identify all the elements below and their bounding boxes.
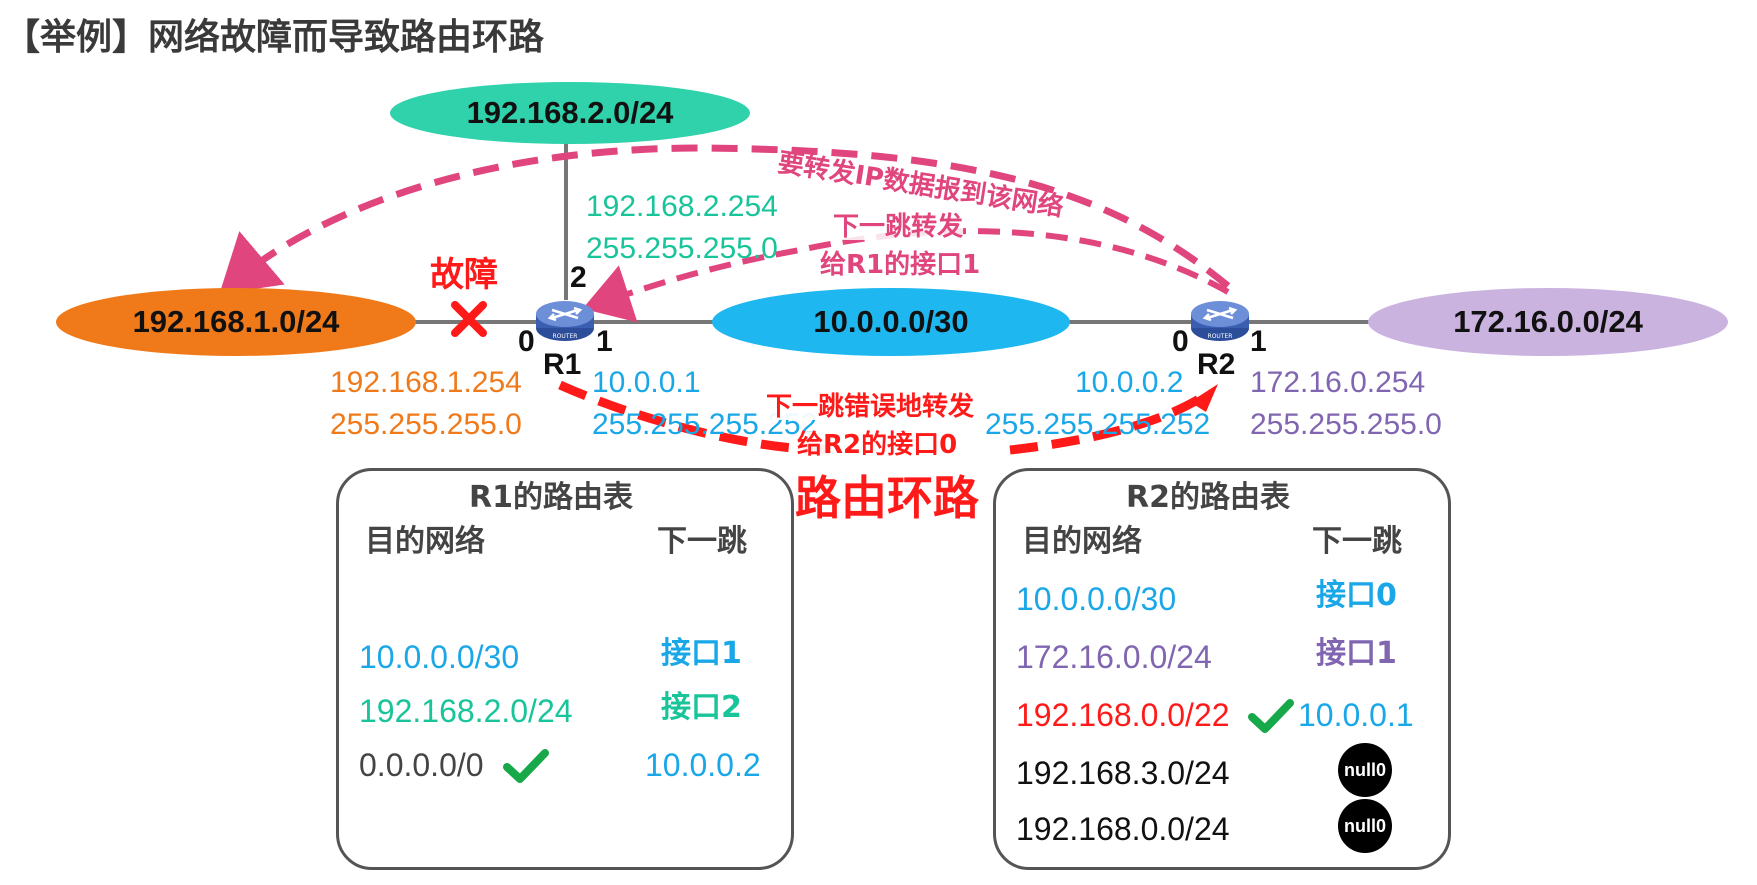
network-label: 10.0.0.0/30 — [813, 304, 969, 339]
r2-col-dest: 目的网络 — [1022, 524, 1142, 559]
r1-col-dest: 目的网络 — [365, 524, 485, 559]
r1-row-dest: 0.0.0.0/0 — [359, 747, 484, 783]
r2-row-dest: 10.0.0.0/30 — [1016, 581, 1177, 617]
network-192-168-2-0: 192.168.2.0/24 — [390, 82, 750, 144]
r1-if2-mask: 255.255.255.0 — [586, 232, 778, 265]
check-icon — [1248, 699, 1294, 733]
network-172-16-0-0: 172.16.0.0/24 — [1368, 288, 1728, 356]
svg-text:ROUTER: ROUTER — [1208, 333, 1233, 340]
svg-text:ROUTER: ROUTER — [553, 333, 578, 340]
r1-routing-table: R1的路由表 目的网络 下一跳 10.0.0.0/30 接口1 192.168.… — [336, 468, 794, 870]
r2-if1-ip: 172.16.0.254 — [1250, 366, 1426, 399]
r2-port-1: 1 — [1250, 325, 1267, 358]
r1-row-next: 接口2 — [661, 690, 742, 725]
network-10-0-0-0: 10.0.0.0/30 — [712, 288, 1070, 356]
next-hop-r1-label-2: 给R1的接口1 — [820, 250, 981, 280]
network-label: 192.168.1.0/24 — [132, 304, 340, 339]
wrong-hop-label-2: 给R2的接口0 — [797, 430, 958, 460]
r1-port-2: 2 — [570, 261, 587, 294]
r2-row-dest: 172.16.0.0/24 — [1016, 639, 1212, 675]
r2-row-next: 接口1 — [1316, 636, 1397, 671]
r2-table-title: R2的路由表 — [1126, 480, 1290, 515]
r2-row-next: 接口0 — [1316, 578, 1397, 613]
router-r1-icon: ROUTER — [534, 298, 596, 342]
null0-badge: null0 — [1338, 743, 1392, 797]
fault-x-icon — [451, 301, 487, 337]
r2-name: R2 — [1197, 348, 1236, 381]
r2-row-dest: 192.168.3.0/24 — [1016, 755, 1230, 791]
r1-port-1: 1 — [596, 325, 613, 358]
r2-port-0: 0 — [1172, 325, 1189, 358]
r2-col-next: 下一跳 — [1312, 524, 1402, 559]
r1-row-next: 接口1 — [661, 636, 742, 671]
network-192-168-1-0: 192.168.1.0/24 — [56, 288, 416, 356]
routing-loop-label: 路由环路 — [795, 471, 979, 525]
wrong-hop-arrowhead — [1190, 384, 1218, 412]
r1-table-title: R1的路由表 — [469, 480, 633, 515]
r1-if0-ip: 192.168.1.254 — [330, 366, 522, 399]
r2-row-next: 10.0.0.1 — [1298, 697, 1414, 733]
r1-if2-ip: 192.168.2.254 — [586, 190, 778, 223]
null0-badge: null0 — [1338, 799, 1392, 853]
fault-label: 故障 — [430, 255, 498, 295]
r2-if0-ip: 10.0.0.2 — [1075, 366, 1184, 399]
r2-if1-mask: 255.255.255.0 — [1250, 408, 1442, 441]
r1-port-0: 0 — [518, 325, 535, 358]
r1-row-next: 10.0.0.2 — [645, 747, 761, 783]
r1-col-next: 下一跳 — [657, 524, 747, 559]
page-title: 【举例】网络故障而导致路由环路 — [4, 17, 545, 58]
check-icon — [503, 749, 549, 783]
network-label: 192.168.2.0/24 — [466, 95, 674, 130]
r2-row-dest: 192.168.0.0/22 — [1016, 697, 1230, 733]
network-label: 172.16.0.0/24 — [1453, 304, 1643, 339]
r1-if1-ip: 10.0.0.1 — [592, 366, 701, 399]
r1-row-dest: 10.0.0.0/30 — [359, 639, 520, 675]
next-hop-r1-label-1: 下一跳转发 — [833, 212, 964, 242]
r1-if0-mask: 255.255.255.0 — [330, 408, 522, 441]
r2-row-dest: 192.168.0.0/24 — [1016, 811, 1230, 847]
r2-if0-mask: 255.255.255.252 — [985, 408, 1211, 441]
next-hop-r1-arrow — [582, 228, 1230, 323]
r2-routing-table: R2的路由表 目的网络 下一跳 10.0.0.0/30 接口0 172.16.0… — [993, 468, 1451, 870]
wrong-hop-label-1: 下一跳错误地转发 — [766, 392, 975, 422]
r1-name: R1 — [543, 348, 582, 381]
router-r2-icon: ROUTER — [1189, 298, 1251, 342]
r1-row-dest: 192.168.2.0/24 — [359, 693, 573, 729]
